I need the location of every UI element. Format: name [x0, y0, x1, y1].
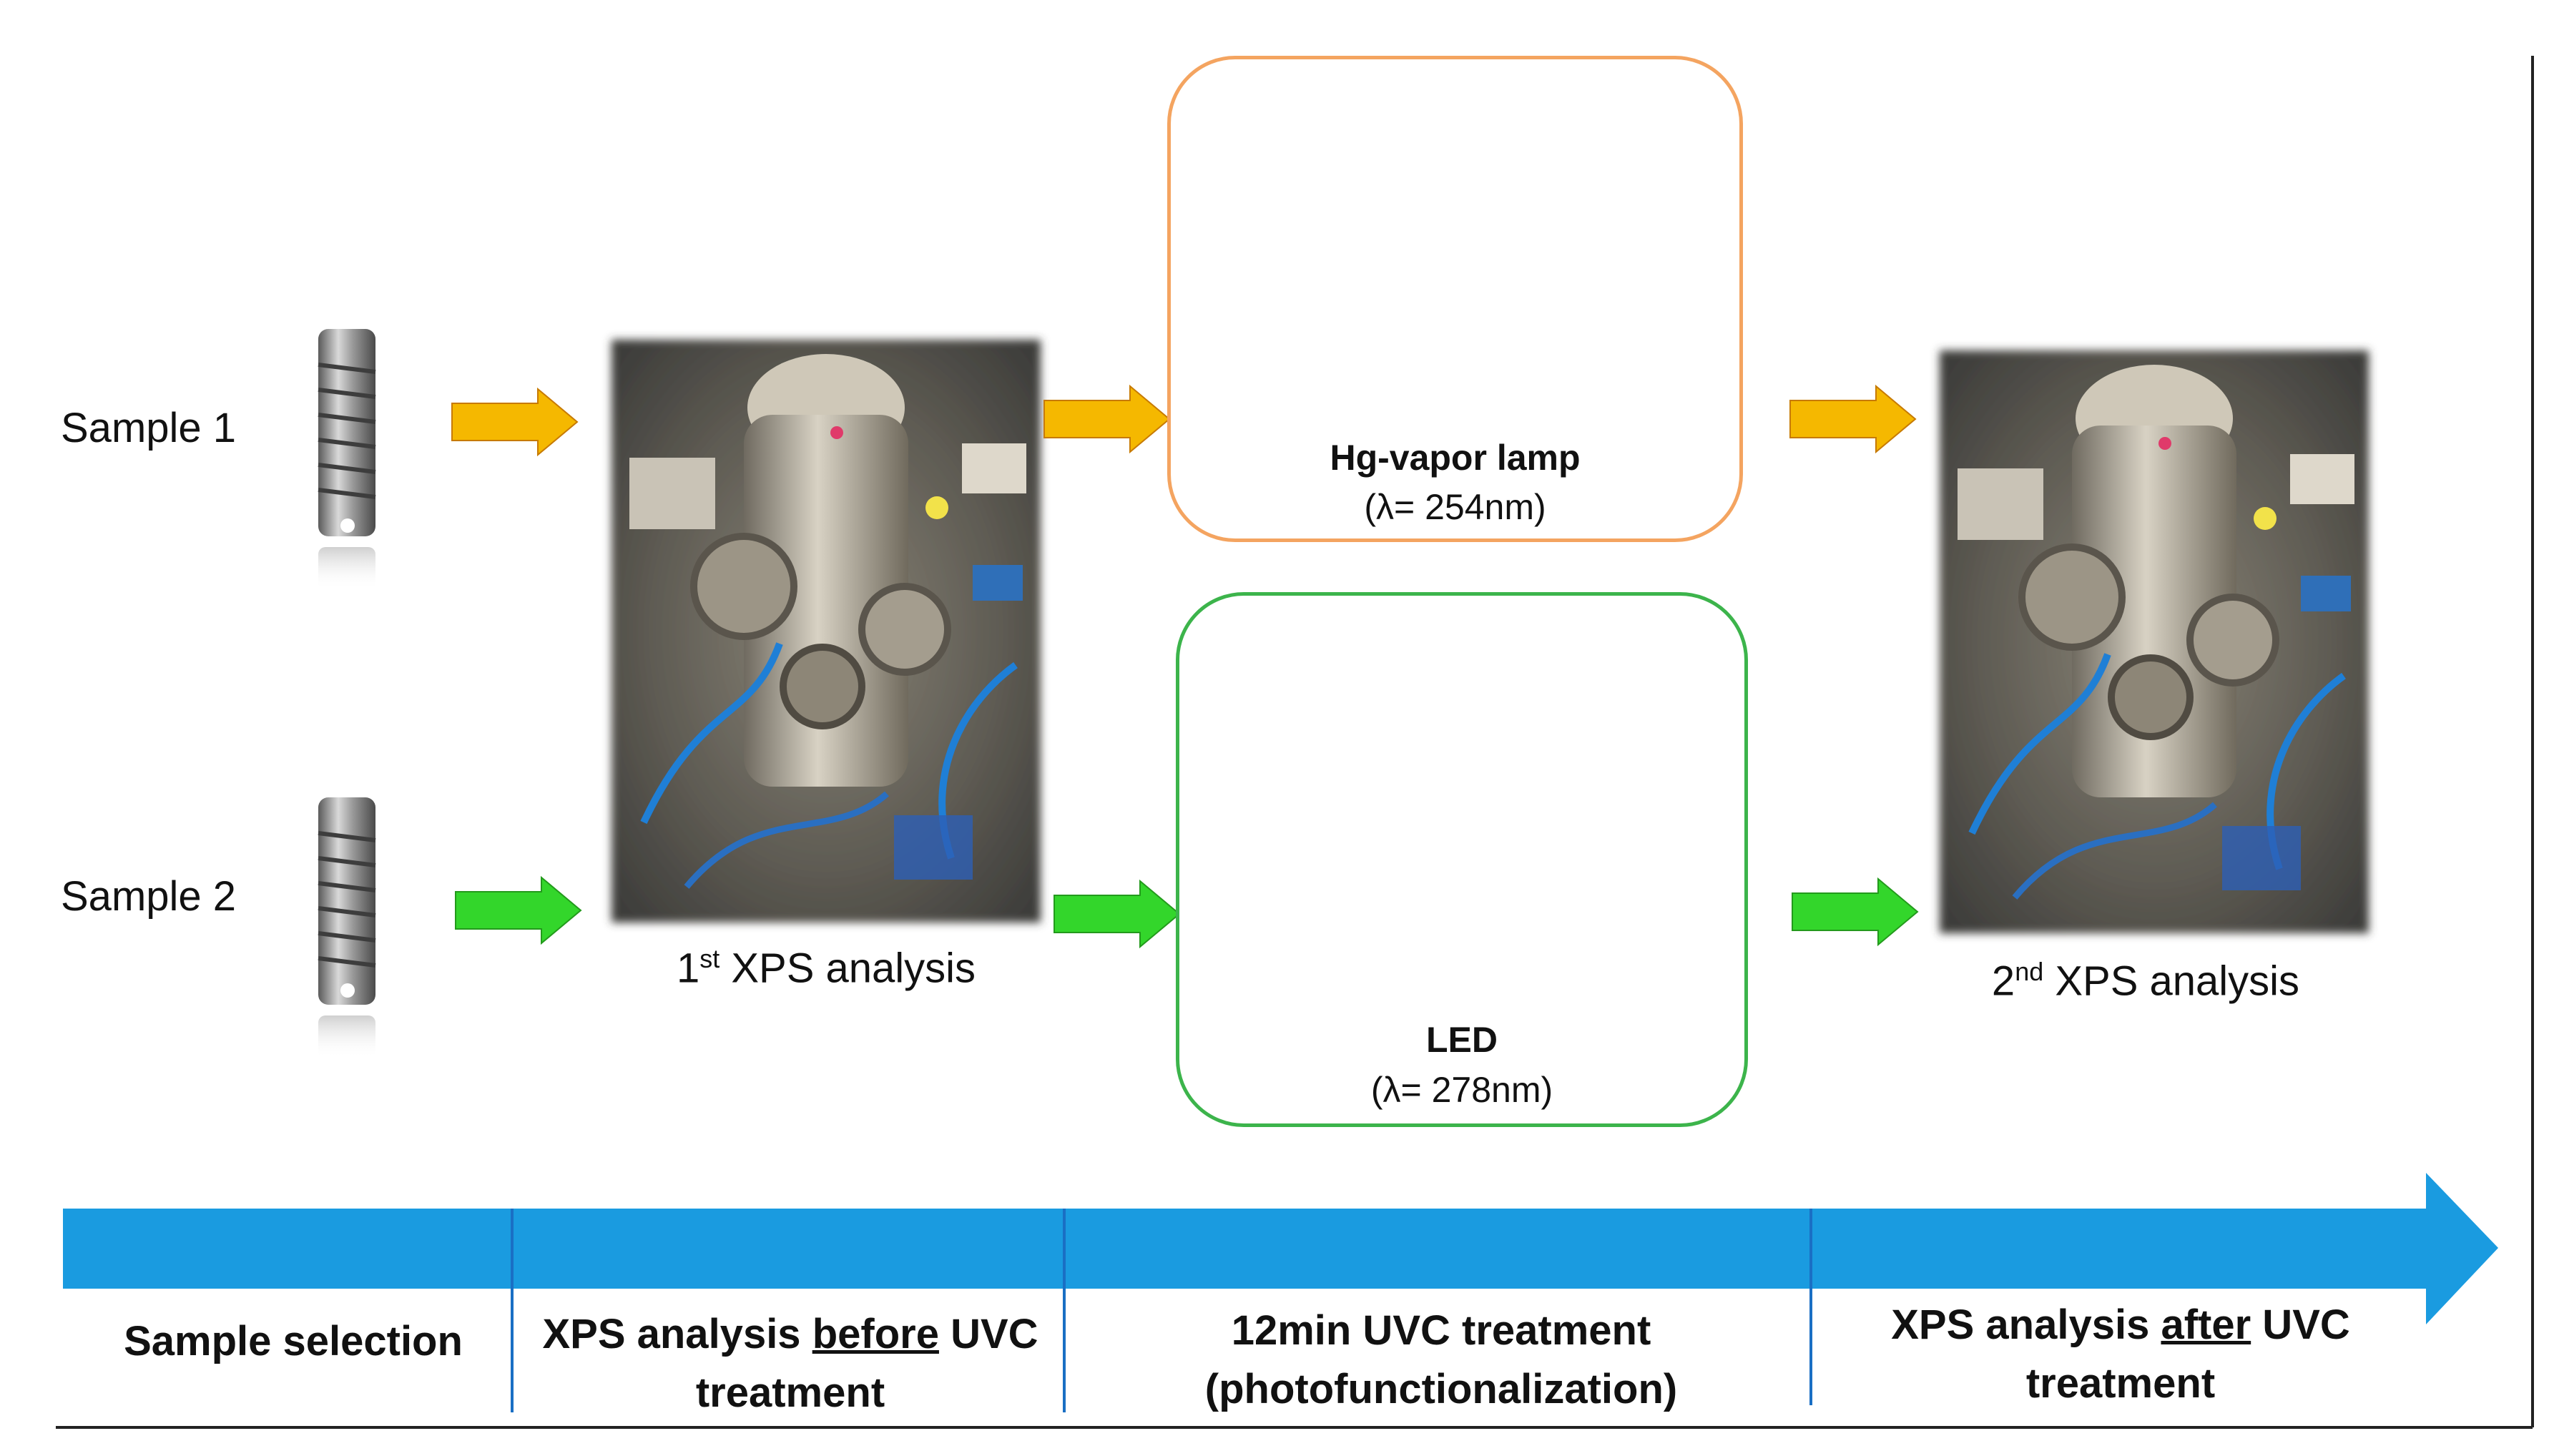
first-xps-caption: 1st XPS analysis — [644, 944, 1008, 992]
implant-sample-1-icon — [318, 329, 376, 590]
phase-2-underlined: before — [812, 1311, 939, 1357]
second-xps-num: 2 — [1991, 958, 2015, 1005]
flow-arrow-sample2-3 — [1792, 877, 1919, 947]
flow-arrow-sample1-2 — [1043, 384, 1171, 454]
phase-2-pre: XPS analysis — [542, 1311, 812, 1357]
sample-2-label: Sample 2 — [61, 873, 237, 920]
phase-4-underlined: after — [2161, 1302, 2251, 1348]
led-title: LED — [1426, 1020, 1498, 1060]
first-xps-num: 1 — [676, 945, 700, 992]
hg-lamp-title: Hg-vapor lamp — [1330, 438, 1581, 478]
first-xps-sup: st — [699, 944, 720, 973]
phase-sample-selection: Sample selection — [79, 1312, 508, 1371]
hg-lamp-box: Hg-vapor lamp (λ= 254nm) — [1167, 56, 1743, 542]
phase-1-text: Sample selection — [124, 1318, 463, 1364]
implant-sample-2-icon — [318, 797, 376, 1058]
led-box: LED (λ= 278nm) — [1176, 592, 1748, 1127]
second-xps-caption: 2nd XPS analysis — [1963, 957, 2328, 1005]
phase-3-line2: (photofunctionalization) — [1204, 1366, 1678, 1412]
phase-4-pre: XPS analysis — [1891, 1302, 2161, 1348]
sample-1-label: Sample 1 — [61, 405, 237, 451]
phase-xps-before: XPS analysis before UVC treatment — [529, 1305, 1051, 1422]
xps-instrument-2-image — [1940, 350, 2369, 933]
hg-lamp-wavelength: (λ= 254nm) — [1364, 487, 1546, 527]
phase-2-post: UVC — [938, 1311, 1038, 1357]
led-wavelength: (λ= 278nm) — [1370, 1070, 1553, 1110]
second-xps-sup: nd — [2015, 957, 2044, 986]
phase-4-line2: treatment — [2025, 1360, 2216, 1407]
second-xps-text: XPS analysis — [2043, 958, 2300, 1005]
phase-uvc-treatment: 12min UVC treatment (photofunctionalizat… — [1087, 1302, 1795, 1419]
flow-arrow-sample1-3 — [1789, 384, 1917, 454]
phase-xps-after: XPS analysis after UVC treatment — [1860, 1296, 2382, 1413]
phase-4-post: UVC — [2251, 1302, 2350, 1348]
flow-arrow-sample2-2 — [1054, 879, 1181, 949]
timeline-arrow — [63, 1173, 2498, 1324]
first-xps-text: XPS analysis — [719, 945, 976, 992]
flow-arrow-sample2-1 — [455, 875, 582, 945]
xps-instrument-1-image — [612, 340, 1041, 923]
phase-2-line2: treatment — [695, 1369, 885, 1416]
flow-arrow-sample1-1 — [451, 387, 579, 457]
phase-3-line1: 12min UVC treatment — [1231, 1307, 1651, 1354]
